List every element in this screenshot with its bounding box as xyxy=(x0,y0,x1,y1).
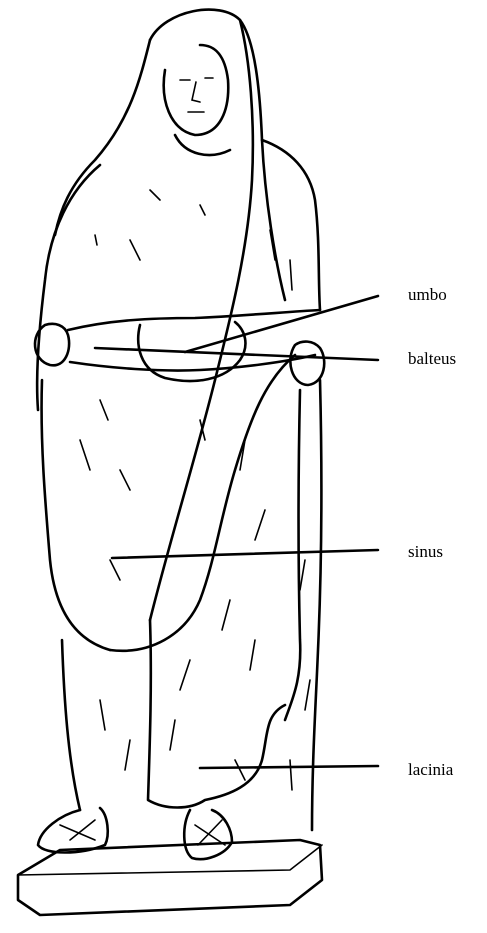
sinus-drape-curve xyxy=(110,355,295,651)
right-sandal-strap xyxy=(195,820,225,845)
balteus-band-top xyxy=(68,310,320,330)
balteus-band-bottom xyxy=(70,355,315,371)
sinus-leader xyxy=(112,550,378,558)
toga-inner-fold xyxy=(285,390,300,720)
neck-line xyxy=(175,135,230,155)
nose xyxy=(192,82,200,102)
left-arm-stub xyxy=(35,324,69,365)
left-sandal-strap xyxy=(60,820,95,840)
statue-figure xyxy=(18,10,324,915)
face-outline xyxy=(164,45,228,135)
label-lacinia: lacinia xyxy=(408,760,454,779)
label-umbo: umbo xyxy=(408,285,447,304)
veil-left-edge xyxy=(55,40,150,235)
umbo-leader xyxy=(185,296,378,352)
veil-sash-diagonal xyxy=(150,20,253,620)
toga-right-edge xyxy=(312,380,321,830)
label-balteus: balteus xyxy=(408,349,456,368)
right-arm-stub xyxy=(290,342,324,385)
left-shoulder xyxy=(37,165,100,410)
sinus-drape-left xyxy=(42,380,110,650)
balteus-leader xyxy=(95,348,378,360)
lacinia-leader xyxy=(200,766,378,768)
lacinia-fold xyxy=(148,620,285,808)
label-sinus: sinus xyxy=(408,542,443,561)
toga-hem-left xyxy=(62,640,80,810)
shading-marks xyxy=(80,190,310,790)
